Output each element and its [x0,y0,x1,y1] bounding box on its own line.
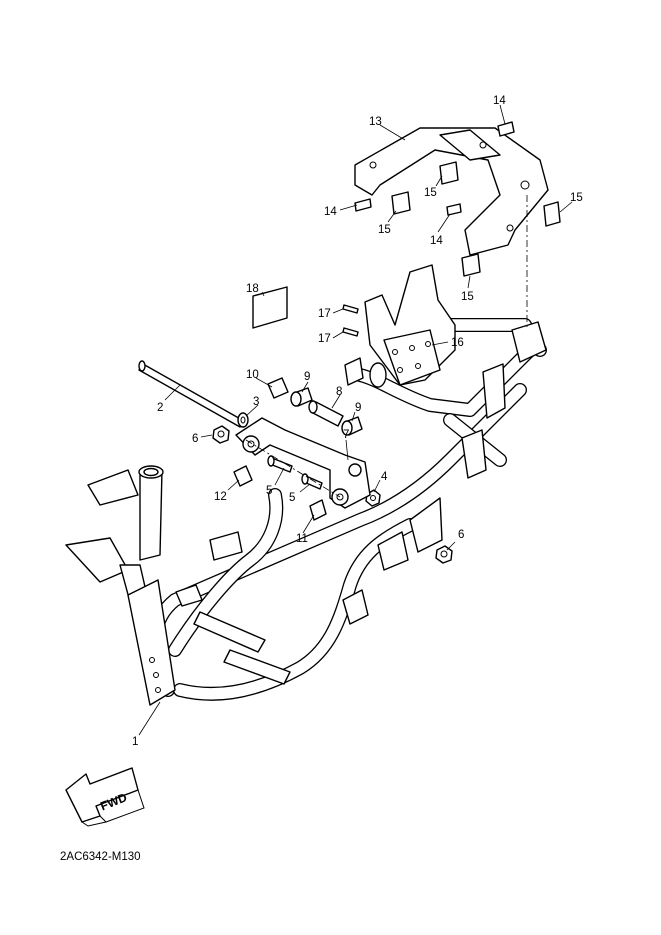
rubber-block-b [233,465,253,487]
callout-8: 8 [336,386,342,398]
callout-15c: 15 [570,192,583,204]
washer [237,412,249,428]
callout-13: 13 [369,116,382,128]
rubber-block-a [267,377,289,399]
engine-bracket [344,264,456,388]
callout-18: 18 [246,283,259,295]
small-bolt-b [342,327,359,337]
damper-3 [543,201,561,227]
callout-5a: 5 [266,485,272,497]
clip-2 [354,198,372,212]
callout-9a: 9 [304,371,310,383]
callout-7: 7 [343,429,349,441]
callout-16: 16 [451,337,464,349]
callout-6b: 6 [458,529,464,541]
clip-3 [446,203,462,216]
callout-6a: 6 [192,433,198,445]
callout-15b: 15 [378,224,391,236]
damper-2 [391,191,411,215]
bolt-a [267,455,293,473]
callout-14c: 14 [430,235,443,247]
callout-3: 3 [253,396,259,408]
link-bracket [235,417,371,509]
callout-17a: 17 [318,308,331,320]
label-plate [252,286,288,329]
callout-17b: 17 [318,333,331,345]
callout-4: 4 [381,471,388,483]
callout-9b: 9 [355,402,361,414]
callout-10: 10 [246,369,259,381]
callout-5b: 5 [289,492,295,504]
long-bolt [138,360,245,428]
leader-lines [138,104,573,736]
carrier-frame [354,127,549,256]
diagram-code: 2AC6342-M130 [60,851,141,863]
small-bolt-a [342,304,359,314]
fwd-arrow: FWD [65,767,145,827]
callout-2: 2 [157,402,163,414]
callout-12: 12 [214,491,227,503]
bolt-b [301,473,323,490]
nut-right [435,545,453,564]
callout-15a: 15 [424,187,437,199]
main-frame [65,318,547,706]
washer-hole [240,416,246,424]
bolt-axis [245,439,341,498]
damper-1 [439,161,459,185]
bushing-b [341,416,363,436]
bushing-a [290,387,313,407]
callout-14b: 14 [324,206,337,218]
nut-left [212,425,230,444]
damper-4 [461,253,481,277]
callout-14a: 14 [493,95,506,107]
callout-1: 1 [132,736,138,748]
clip-1 [497,121,515,137]
collar [308,400,344,427]
callout-11: 11 [296,533,308,545]
callout-15d: 15 [461,291,474,303]
